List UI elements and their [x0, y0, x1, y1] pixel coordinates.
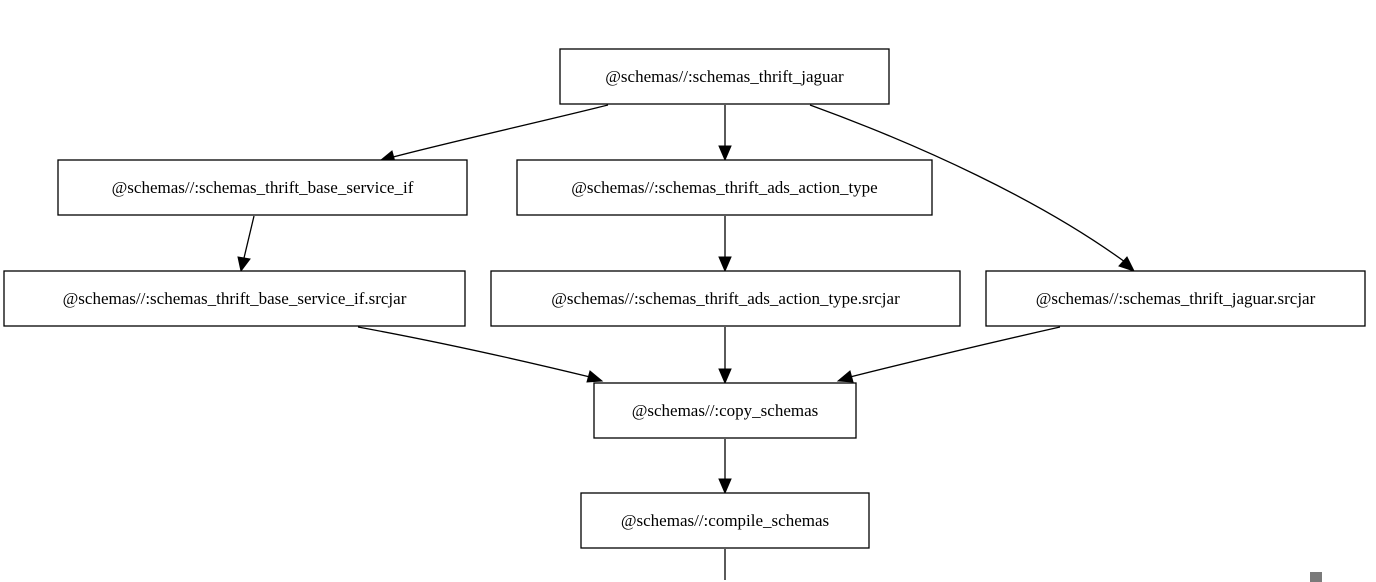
arrowhead-icon — [237, 256, 251, 273]
node-ads-action-type: @schemas//:schemas_thrift_ads_action_typ… — [516, 159, 933, 216]
edge-line — [357, 326, 591, 378]
arrowhead-icon — [718, 478, 732, 495]
node-box — [57, 159, 468, 216]
node-ads-action-type-srcjar: @schemas//:schemas_thrift_ads_action_typ… — [490, 270, 961, 327]
node-compile-schemas: @schemas//:compile_schemas — [580, 492, 870, 549]
node-box — [516, 159, 933, 216]
node-box — [3, 270, 466, 327]
node-label: @schemas//:schemas_thrift_jaguar — [605, 67, 844, 86]
node-box — [593, 382, 857, 439]
nodes-layer: @schemas//:schemas_thrift_jaguar @schemas… — [3, 48, 1366, 549]
edge-line — [392, 104, 609, 158]
edge-base_service_if-to-base_service_if_srcjar — [237, 215, 255, 273]
edge-line — [849, 326, 1061, 378]
node-label: @schemas//:schemas_thrift_ads_action_typ… — [571, 178, 877, 197]
node-label: @schemas//:compile_schemas — [621, 511, 829, 530]
edge-line — [809, 104, 1126, 263]
node-label: @schemas//:copy_schemas — [632, 401, 819, 420]
node-box — [559, 48, 890, 105]
edge-jaguar-to-base_service_if — [379, 104, 609, 163]
edge-copy_schemas-to-compile_schemas — [718, 439, 732, 495]
node-box — [580, 492, 870, 549]
edge-ads_action_type_srcjar-to-copy_schemas — [718, 327, 732, 385]
edge-jaguar-to-ads_action_type — [718, 105, 732, 162]
arrowhead-icon — [718, 256, 732, 273]
node-jaguar-srcjar: @schemas//:schemas_thrift_jaguar.srcjar — [985, 270, 1366, 327]
scroll-indicator — [1310, 572, 1322, 582]
node-copy-schemas: @schemas//:copy_schemas — [593, 382, 857, 439]
arrowhead-icon — [586, 370, 604, 383]
node-label: @schemas//:schemas_thrift_base_service_i… — [112, 178, 414, 197]
node-box — [985, 270, 1366, 327]
node-box — [490, 270, 961, 327]
node-jaguar: @schemas//:schemas_thrift_jaguar — [559, 48, 890, 105]
edge-jaguar-to-jaguar_srcjar — [809, 104, 1135, 272]
node-label: @schemas//:schemas_thrift_jaguar.srcjar — [1036, 289, 1316, 308]
node-base-service-if-srcjar: @schemas//:schemas_thrift_base_service_i… — [3, 270, 466, 327]
node-label: @schemas//:schemas_thrift_ads_action_typ… — [551, 289, 900, 308]
edges-layer — [237, 104, 1135, 580]
edge-line — [243, 215, 255, 259]
node-label: @schemas//:schemas_thrift_base_service_i… — [63, 289, 407, 308]
node-base-service-if: @schemas//:schemas_thrift_base_service_i… — [57, 159, 468, 216]
arrowhead-icon — [718, 368, 732, 385]
edge-jaguar_srcjar-to-copy_schemas — [836, 326, 1061, 383]
arrowhead-icon — [836, 370, 854, 383]
edge-base_service_if_srcjar-to-copy_schemas — [357, 326, 604, 383]
arrowhead-icon — [718, 145, 732, 162]
arrowhead-icon — [1118, 256, 1135, 272]
edge-ads_action_type-to-ads_action_type_srcjar — [718, 216, 732, 273]
